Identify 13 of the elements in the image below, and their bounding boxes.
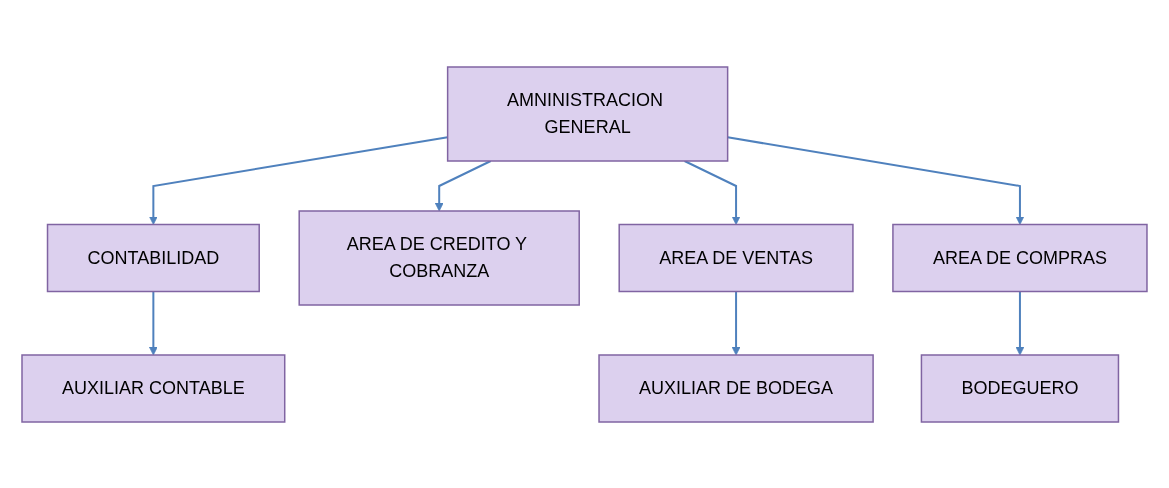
node-box: AUXILIAR CONTABLE [21,353,286,423]
node-box: AREA DE CREDITO Y COBRANZA [298,209,580,306]
node-box: BODEGUERO [920,353,1120,423]
arrow [1015,290,1025,355]
node-box: AREA DE COMPRAS [892,223,1148,292]
arrow [683,159,741,225]
node-box: AMNINISTRACION GENERAL [446,65,729,162]
node-box: AUXILIAR DE BODEGA [598,353,874,423]
arrow [434,159,492,211]
node-box: AREA DE VENTAS [618,223,854,292]
arrow [731,290,741,355]
arrow [148,290,158,355]
node-box: CONTABILIDAD [46,223,260,292]
